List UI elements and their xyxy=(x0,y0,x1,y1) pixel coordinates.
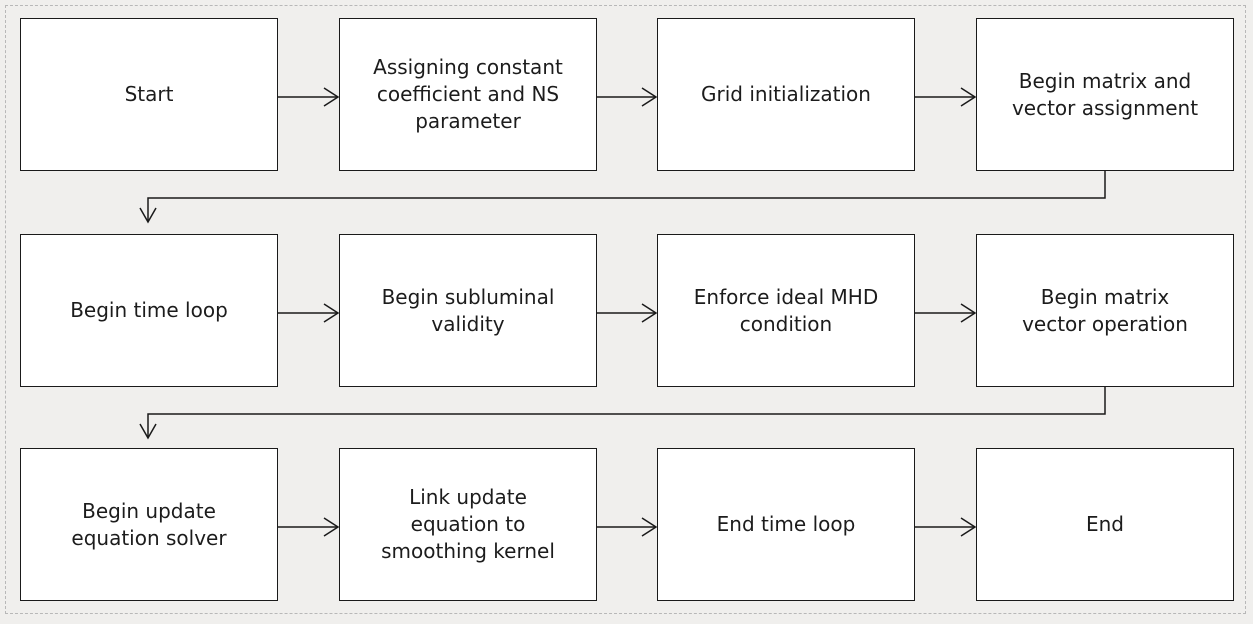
step-update-equation-solver: Begin update equation solver xyxy=(20,448,278,601)
step-link-smoothing-kernel: Link update equation to smoothing kernel xyxy=(339,448,597,601)
step-end: End xyxy=(976,448,1234,601)
step-matrix-vector-operation: Begin matrix vector operation xyxy=(976,234,1234,387)
step-label: Enforce ideal MHD condition xyxy=(693,284,879,336)
step-begin-time-loop: Begin time loop xyxy=(20,234,278,387)
step-label: Assigning constant coefficient and NS pa… xyxy=(373,55,563,133)
step-label: Begin subluminal validity xyxy=(381,284,555,336)
step-matrix-vector-assignment: Begin matrix and vector assignment xyxy=(976,18,1234,171)
step-assign-coefficients: Assigning constant coefficient and NS pa… xyxy=(339,18,597,171)
step-label: End time loop xyxy=(716,512,856,536)
step-label: Start xyxy=(124,82,174,106)
step-label: Begin matrix vector operation xyxy=(1022,284,1188,336)
step-end-time-loop: End time loop xyxy=(657,448,915,601)
step-label: Begin time loop xyxy=(70,298,228,322)
step-label: Link update equation to smoothing kernel xyxy=(381,485,555,563)
step-label: Grid initialization xyxy=(701,82,871,106)
diagram-frame xyxy=(5,5,1246,614)
step-label: End xyxy=(1085,512,1124,536)
step-label: Begin update equation solver xyxy=(71,498,227,550)
step-ideal-mhd: Enforce ideal MHD condition xyxy=(657,234,915,387)
step-label: Begin matrix and vector assignment xyxy=(1011,68,1199,120)
step-subluminal-validity: Begin subluminal validity xyxy=(339,234,597,387)
step-grid-initialization: Grid initialization xyxy=(657,18,915,171)
step-start: Start xyxy=(20,18,278,171)
